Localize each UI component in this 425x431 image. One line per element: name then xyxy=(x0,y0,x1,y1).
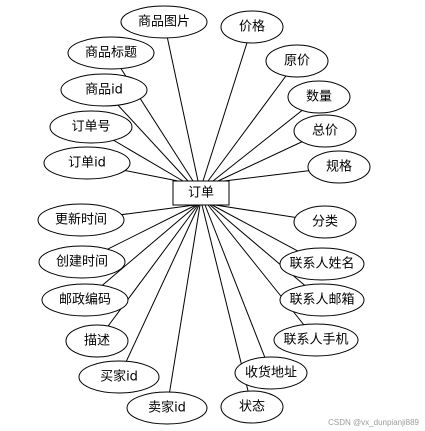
attribute-node: 商品图片 xyxy=(120,5,208,39)
attribute-node: 创建时间 xyxy=(38,245,126,279)
attribute-ellipse xyxy=(265,44,329,78)
connector-line xyxy=(118,204,200,378)
attribute-label: 描述 xyxy=(84,334,110,349)
attribute-node: 卖家id xyxy=(126,391,208,425)
attribute-label: 数量 xyxy=(306,90,332,105)
attribute-label: 卖家id xyxy=(148,400,186,416)
attribute-ellipse xyxy=(65,324,129,358)
attribute-ellipse xyxy=(293,205,357,239)
attribute-node: 联系人邮箱 xyxy=(279,283,365,317)
attribute-node: 订单号 xyxy=(49,110,133,144)
attribute-ellipse xyxy=(287,80,351,114)
attribute-label: 联系人邮箱 xyxy=(289,292,354,308)
attribute-ellipse xyxy=(60,73,148,107)
attribute-node: 数量 xyxy=(287,80,351,114)
attribute-node: 邮政编码 xyxy=(41,283,129,317)
attribute-ellipse xyxy=(220,10,284,44)
connector-line xyxy=(110,52,194,182)
connector-line xyxy=(84,204,198,301)
attribute-label: 状态 xyxy=(239,400,265,415)
attribute-node: 状态 xyxy=(220,390,284,424)
attribute-node: 原价 xyxy=(265,44,329,78)
attribute-node: 买家id xyxy=(78,360,160,394)
attribute-ellipse xyxy=(67,36,155,70)
entity-node: 订单 xyxy=(172,180,230,206)
connector-line xyxy=(207,204,317,341)
attribute-node: 收货地址 xyxy=(234,356,308,390)
attribute-ellipse xyxy=(126,391,208,425)
attribute-ellipse xyxy=(279,283,365,317)
attribute-node: 联系人姓名 xyxy=(279,247,365,281)
attribute-node: 商品标题 xyxy=(67,36,155,70)
entity-box xyxy=(172,180,230,206)
entity-label: 订单 xyxy=(188,186,214,201)
attribute-node: 价格 xyxy=(220,10,284,44)
attribute-ellipse xyxy=(220,390,284,424)
attribute-ellipse xyxy=(307,150,371,184)
attribute-label: 总价 xyxy=(312,124,338,139)
connector-line xyxy=(212,96,320,182)
attribute-ellipse xyxy=(37,203,125,237)
attribute-ellipse xyxy=(279,247,365,281)
attribute-label: 商品id xyxy=(85,83,123,98)
watermark: CSDN @vx_dunpianji889 xyxy=(328,418,419,427)
attribute-ellipse xyxy=(41,283,129,317)
attribute-ellipse xyxy=(78,360,160,394)
attribute-label: 原价 xyxy=(284,54,310,69)
connector-line xyxy=(96,204,199,342)
attribute-label: 订单id xyxy=(68,156,106,171)
attribute-label: 订单号 xyxy=(71,120,110,135)
attribute-label: 联系人手机 xyxy=(283,333,348,348)
attribute-label: 价格 xyxy=(239,19,265,35)
attribute-node: 联系人手机 xyxy=(273,323,359,357)
attribute-label: 商品标题 xyxy=(85,46,137,61)
connector-line xyxy=(209,204,323,301)
attribute-label: 收货地址 xyxy=(245,365,297,381)
attribute-node: 规格 xyxy=(307,150,371,184)
attribute-label: 买家id xyxy=(100,369,138,385)
attribute-node: 分类 xyxy=(293,205,357,239)
attribute-label: 更新时间 xyxy=(55,212,107,228)
attribute-node: 总价 xyxy=(293,114,357,148)
attribute-label: 分类 xyxy=(312,215,338,230)
attribute-label: 创建时间 xyxy=(56,255,108,270)
attribute-ellipse xyxy=(120,5,208,39)
attribute-label: 商品图片 xyxy=(138,15,190,30)
attribute-ellipse xyxy=(273,323,359,357)
connector-line xyxy=(202,26,253,182)
connector-line xyxy=(163,21,199,182)
attribute-ellipse xyxy=(49,110,133,144)
attribute-node: 商品id xyxy=(60,73,148,107)
connector-line xyxy=(166,204,201,409)
attribute-ellipse xyxy=(43,146,131,180)
attribute-node: 订单id xyxy=(43,146,131,180)
attribute-ellipse xyxy=(38,245,126,279)
attribute-label: 规格 xyxy=(326,159,352,175)
attribute-node: 更新时间 xyxy=(37,203,125,237)
attribute-node: 描述 xyxy=(65,324,129,358)
connector-line xyxy=(207,60,298,182)
attribute-label: 邮政编码 xyxy=(59,293,111,308)
attribute-label: 联系人姓名 xyxy=(289,256,354,272)
connector-line xyxy=(204,204,272,374)
attribute-ellipse xyxy=(234,356,308,390)
attribute-ellipse xyxy=(293,114,357,148)
